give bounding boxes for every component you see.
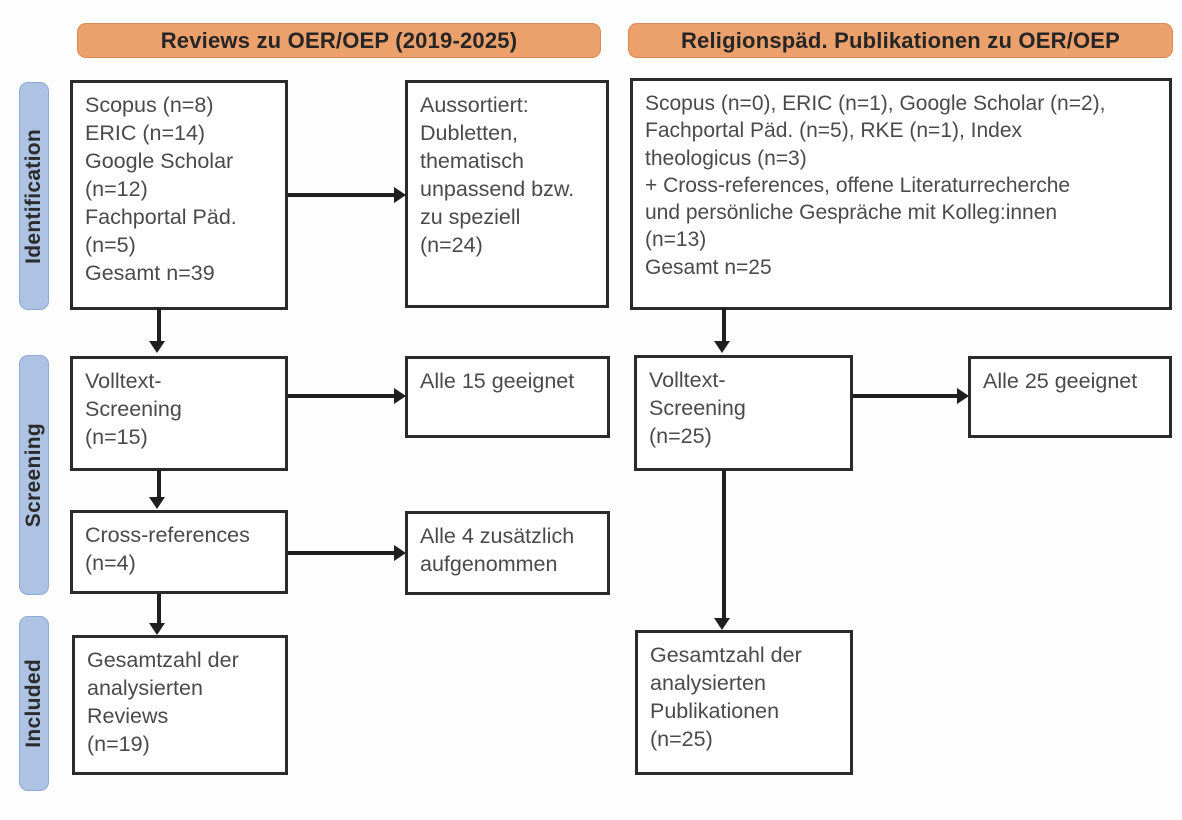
arrow-right-icon-left-3	[394, 545, 406, 561]
phase-pill-screening: Screening	[19, 355, 49, 595]
box-right-identification-sources: Scopus (n=0), ERIC (n=1), Google Scholar…	[630, 78, 1172, 310]
connector-right-fulltext-to-allfit	[853, 394, 961, 398]
phase-pill-included: Included	[19, 616, 49, 791]
connector-left-sources-to-fulltext	[157, 308, 161, 344]
connector-right-fulltext-to-included	[722, 470, 726, 620]
box-left-cross-references: Cross-references (n=4)	[70, 510, 288, 594]
arrow-down-icon-left-2	[149, 497, 165, 509]
arrow-right-icon-right-1	[957, 388, 969, 404]
box-left-all-eligible: Alle 15 geeignet	[405, 356, 610, 438]
box-right-all-eligible: Alle 25 geeignet	[968, 356, 1172, 438]
box-right-fulltext-screening: Volltext- Screening (n=25)	[634, 355, 853, 471]
phase-label-identification: Identification	[22, 128, 45, 264]
box-left-included-total: Gesamtzahl der analysierten Reviews (n=1…	[72, 635, 288, 775]
connector-right-sources-to-fulltext	[722, 308, 726, 344]
connector-left-cross-to-included	[157, 594, 161, 626]
arrow-down-icon-left-3	[149, 623, 165, 635]
connector-left-sources-to-excluded	[288, 193, 398, 197]
box-left-fulltext-screening: Volltext- Screening (n=15)	[70, 356, 288, 471]
connector-left-fulltext-to-allfit	[288, 394, 398, 398]
arrow-down-icon-left-1	[149, 341, 165, 353]
box-left-identification-sources: Scopus (n=8) ERIC (n=14) Google Scholar …	[70, 80, 288, 310]
arrow-down-icon-right-1	[714, 341, 730, 353]
phase-label-screening: Screening	[22, 422, 45, 528]
box-left-cross-references-added: Alle 4 zusätzlich aufgenommen	[405, 511, 610, 595]
connector-left-cross-to-crossadd	[288, 551, 398, 555]
column-header-right: Religionspäd. Publikationen zu OER/OEP	[628, 23, 1173, 58]
connector-left-fulltext-to-cross	[157, 470, 161, 502]
arrow-down-icon-right-2	[714, 618, 730, 630]
phase-pill-identification: Identification	[19, 82, 49, 310]
arrow-right-icon-left-2	[394, 388, 406, 404]
arrow-right-icon-left-1	[394, 187, 406, 203]
box-right-included-total: Gesamtzahl der analysierten Publikatione…	[635, 630, 853, 775]
phase-label-included: Included	[22, 659, 45, 748]
column-header-left: Reviews zu OER/OEP (2019-2025)	[77, 23, 601, 58]
box-left-excluded: Aussortiert: Dubletten, thematisch unpas…	[405, 80, 609, 308]
